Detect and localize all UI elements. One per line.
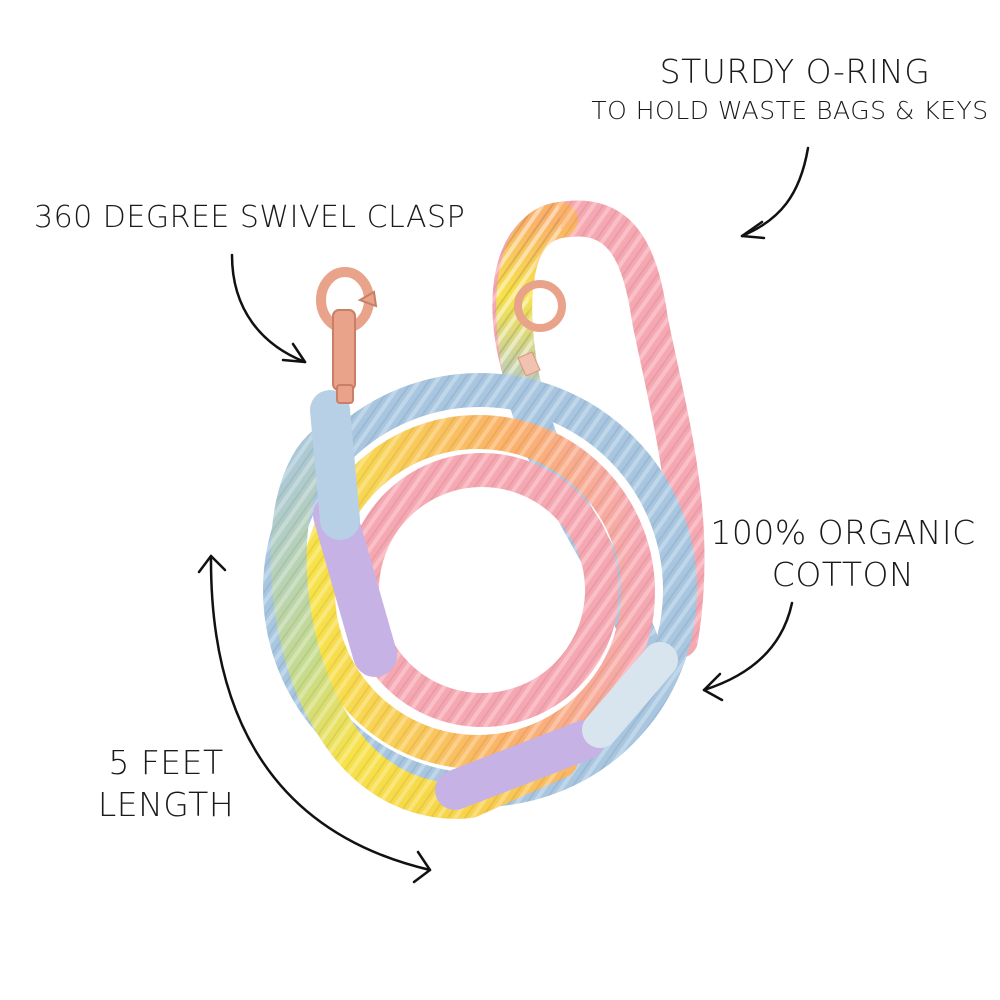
arrow-length (209, 554, 432, 872)
oring-title: STURDY O-RING (659, 52, 931, 91)
o-ring (514, 280, 566, 377)
cotton-line-1: 100% ORGANIC (710, 513, 976, 552)
swivel-clasp (316, 267, 378, 404)
arrow-to-clasp (230, 253, 307, 364)
annotation-arrows (197, 146, 810, 884)
organic-cotton-label: 100% ORGANIC COTTON (708, 512, 978, 596)
arrow-to-oring (740, 146, 810, 238)
swivel-clasp-label: 360 DEGREE SWIVEL CLASP (34, 200, 466, 235)
length-line-1: 5 FEET (108, 743, 224, 782)
length-label: 5 FEET LENGTH (86, 742, 246, 826)
arrow-to-cotton (702, 601, 794, 692)
oring-subtitle: TO HOLD WASTE BAGS & KEYS (591, 96, 989, 125)
length-line-2: LENGTH (97, 785, 235, 824)
cotton-line-2: COTTON (771, 555, 915, 594)
lavender-wraps (310, 390, 678, 810)
